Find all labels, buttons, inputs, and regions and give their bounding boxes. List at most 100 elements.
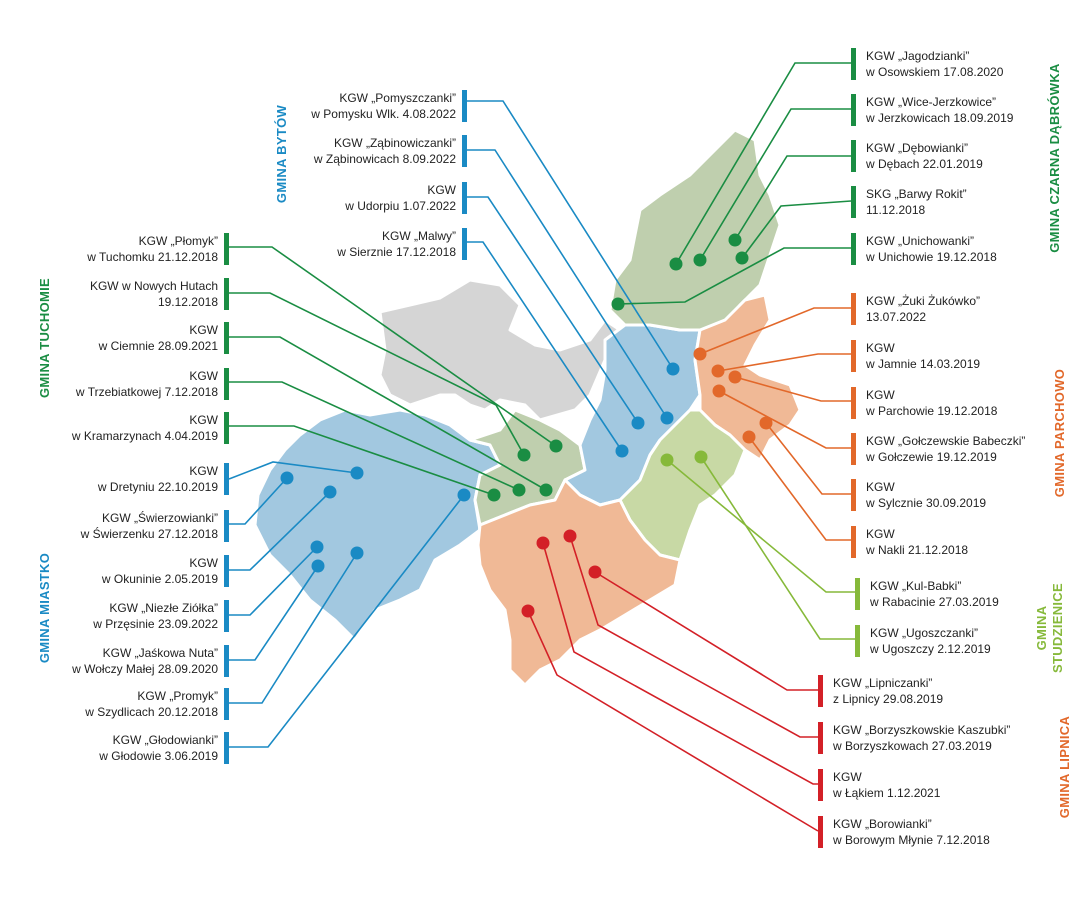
gmina-lipnica-text: GMINA LIPNICA [1057,715,1072,819]
tuchomie-village-dot [487,488,501,502]
label-line-2: w Jamnie 14.03.2019 [866,357,981,371]
gmina-parchowo-heading: GMINA PARCHOWO [1052,358,1068,508]
tuchomie-bar-1 [224,233,229,265]
parchowo-bar-1 [851,293,856,325]
label-line-1: KGW „Ugoszczanki” [870,626,979,640]
label-line-2: w Ząbinowicach 8.09.2022 [313,152,456,166]
miastko-bar-4 [224,600,229,632]
lipnica-village-dot [588,565,602,579]
czarna-dabrowka-leader-line [617,247,851,305]
czarna-dabrowka-leader-line [675,62,851,265]
tuchomie-village-dot [539,483,553,497]
label-line-1: KGW „Jagodzianki” [866,49,970,63]
label-line-1: KGW [866,480,895,494]
bytow-bar-2 [462,135,467,167]
label-line-2: w Wołczy Małej 28.09.2020 [72,662,218,676]
parchowo-village-dot [711,364,725,378]
lipnica-leader-line [569,535,818,738]
studzienice-bar-1 [855,578,860,610]
label-line-2: w Rabacinie 27.03.2019 [870,595,999,609]
lipnica-bar-1 [818,675,823,707]
miastko-village-dot [457,488,471,502]
miastko-village-dot [350,466,364,480]
czarna-dabrowka-village-dot [728,233,742,247]
tuchomie-village-dot [549,439,563,453]
gmina-czarna-dabrowka-heading: GMINA CZARNA DĄBRÓWKA [1047,58,1063,258]
bytow-village-dot [631,416,645,430]
bytow-village-dot [666,362,680,376]
label-line-1: KGW „Promyk” [137,689,218,703]
bytow-bar-3 [462,182,467,214]
bytow-label-4: KGW „Malwy”w Sierznie 17.12.2018 [337,228,456,260]
czarna-dabrowka-bar-3 [851,140,856,172]
gmina-lipnica-heading: GMINA LIPNICA [1057,707,1073,827]
label-line-2: w Trzebiatkowej 7.12.2018 [75,385,218,399]
tuchomie-label-1: KGW „Płomyk”w Tuchomku 21.12.2018 [87,233,218,265]
parchowo-village-dot [742,430,756,444]
lipnica-leader-line [594,571,818,691]
miastko-leader-line [229,546,318,616]
czarna-dabrowka-label-1: KGW „Jagodzianki” w Osowskiem 17.08.2020 [866,48,1003,80]
parchowo-label-4: KGW „Gołczewskie Babeczki”w Gołczewie 19… [866,433,1025,465]
parchowo-bar-5 [851,479,856,511]
miastko-bar-6 [224,688,229,720]
tuchomie-label-4: KGW w Trzebiatkowej 7.12.2018 [76,368,218,400]
label-line-2: w Świerzenku 27.12.2018 [80,527,218,541]
label-line-2: w Pomysku Wlk. 4.08.2022 [311,107,456,121]
czarna-dabrowka-leader-line [734,155,851,241]
lipnica-bar-4 [818,816,823,848]
label-line-2: w Gołczewie 19.12.2019 [866,450,997,464]
label-line-1: KGW [866,341,895,355]
label-line-1: KGW „Borzyszkowskie Kaszubki” [833,723,1011,737]
label-line-1: KGW [427,183,456,197]
czarna-dabrowka-label-5: KGW „Unichowanki”w Unichowie 19.12.2018 [866,233,997,265]
parchowo-village-dot [693,347,707,361]
label-line-1: KGW [189,556,218,570]
miastko-village-dot [311,559,325,573]
label-line-1: KGW [189,323,218,337]
label-line-1: KGW „Kul-Babki” [870,579,962,593]
miastko-leader-line [229,494,465,748]
miastko-label-5: KGW „Jaśkowa Nuta” w Wołczy Małej 28.09.2… [72,645,218,677]
bytow-bar-1 [462,90,467,122]
label-line-1: KGW „Borowianki” [833,817,932,831]
label-line-1: SKG „Barwy Rokit” [866,187,967,201]
lipnica-leader-line [542,542,818,785]
label-line-2: w Sylcznie 30.09.2019 [866,496,987,510]
label-line-1: KGW „Jaśkowa Nuta” [102,646,218,660]
label-line-2: w Osowskiem 17.08.2020 [866,65,1004,79]
lipnica-leader-line [527,610,819,832]
czarna-dabrowka-village-dot [611,297,625,311]
bytow-leader-line [467,100,674,370]
label-line-1: KGW [189,369,218,383]
label-line-2: w Borowym Młynie 7.12.2018 [833,833,990,847]
parchowo-bar-2 [851,340,856,372]
studzienice-label-2: KGW „Ugoszczanki”w Ugoszczy 2.12.2019 [870,625,991,657]
czarna-dabrowka-village-dot [693,253,707,267]
tuchomie-leader-line [229,292,525,456]
label-line-2: w Tuchomku 21.12.2018 [87,250,218,264]
label-line-2: w Jerzkowicach 18.09.2019 [866,111,1014,125]
bytow-village-dot [660,411,674,425]
parchowo-bar-6 [851,526,856,558]
bytow-leader-line [467,196,639,424]
region-tuchomie [378,278,622,422]
gmina-bytow-heading: GMINA BYTÓW [274,94,290,214]
label-line-1: KGW „Dębowianki” [866,141,969,155]
tuchomie-bar-4 [224,368,229,400]
miastko-leader-line [229,491,331,571]
label-line-1: KGW „Żuki Żukówko” [866,294,981,308]
miastko-bar-3 [224,555,229,587]
gmina-studzienice-line-1: GMINA [1034,605,1049,651]
czarna-dabrowka-village-dot [735,251,749,265]
label-line-2: w Głodowie 3.06.2019 [99,749,218,763]
label-line-1: KGW w Nowych Hutach [89,279,218,293]
label-line-2: w Borzyszkowach 27.03.2019 [833,739,992,753]
